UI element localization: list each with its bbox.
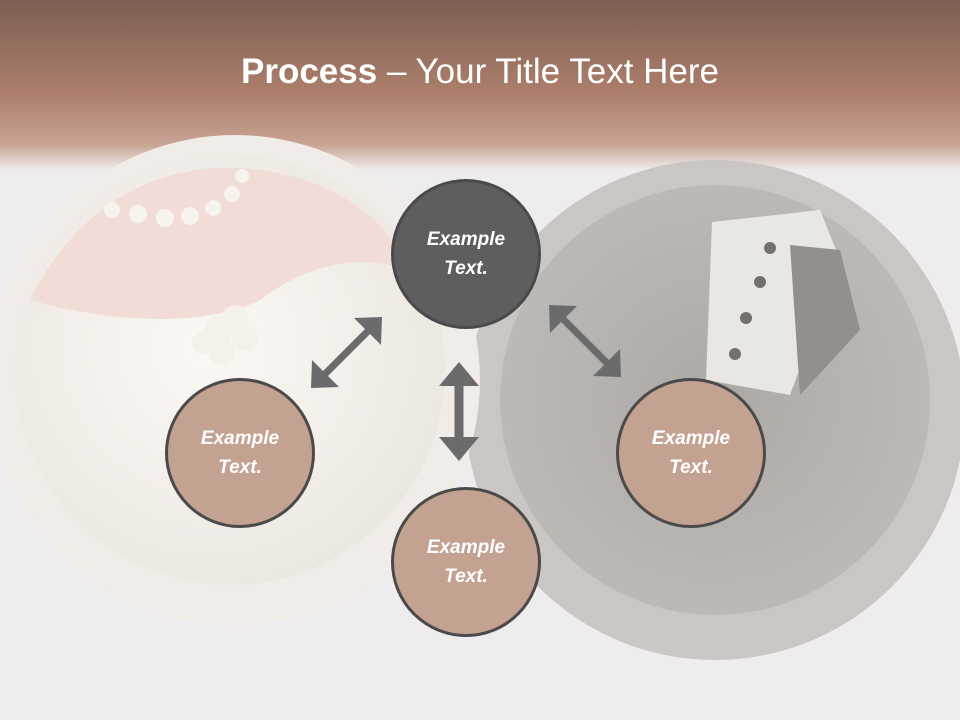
circle-left-line2: Text. [218, 457, 262, 478]
circle-top-line1: Example [426, 229, 506, 250]
title-bold: Process [241, 52, 378, 91]
circle-bottom-label: Example Text. [411, 533, 521, 591]
circle-left-label: Example Text. [185, 424, 295, 482]
circle-top-label: Example Text. [411, 225, 521, 283]
circle-bottom-line2: Text. [444, 566, 488, 587]
process-circle-left[interactable]: Example Text. [165, 378, 315, 528]
circle-bottom-line1: Example [426, 537, 506, 558]
circle-left-line1: Example [200, 428, 280, 449]
process-circle-right[interactable]: Example Text. [616, 378, 766, 528]
circle-right-line1: Example [651, 428, 731, 449]
process-circle-top[interactable]: Example Text. [391, 179, 541, 329]
slide-title: Process – Your Title Text Here [0, 52, 960, 92]
circle-right-label: Example Text. [636, 424, 746, 482]
bride-cupcake-image [0, 135, 480, 625]
circle-right-line2: Text. [669, 457, 713, 478]
title-rest: – Your Title Text Here [377, 52, 719, 91]
process-circle-bottom[interactable]: Example Text. [391, 487, 541, 637]
circle-top-line2: Text. [444, 258, 488, 279]
